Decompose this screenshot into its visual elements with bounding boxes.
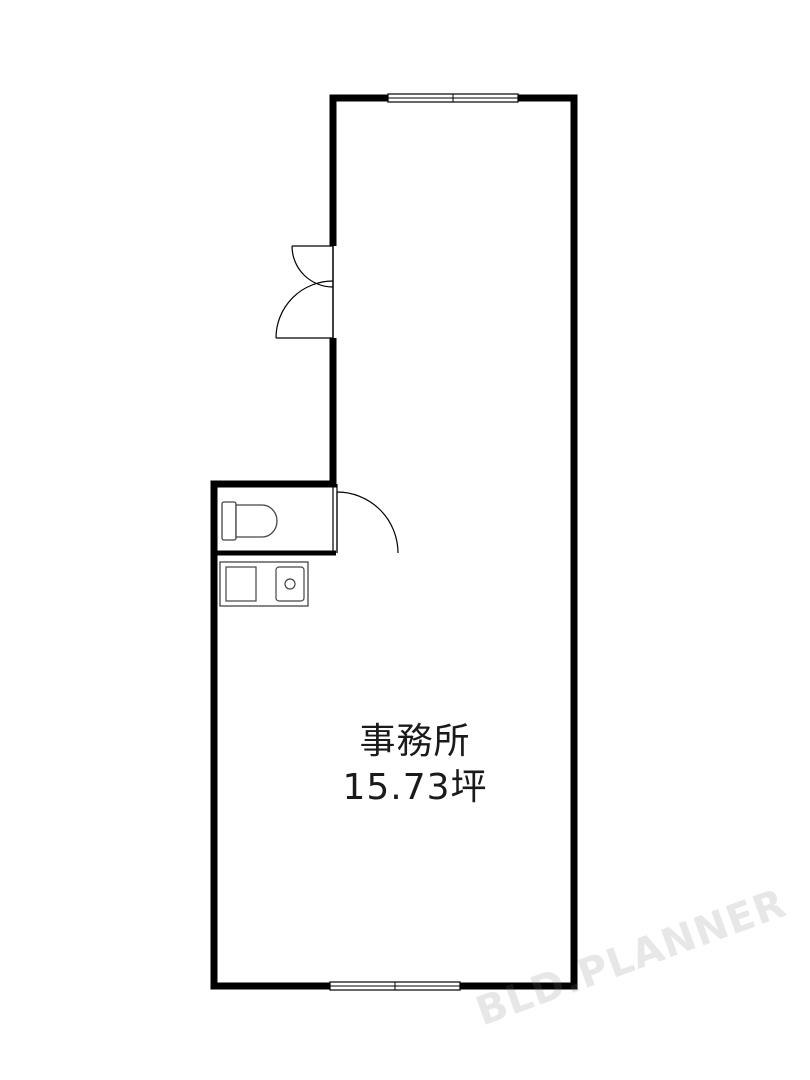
room-area: 15.73坪 [342, 767, 488, 808]
kitchenette [219, 561, 309, 607]
bottom-window [329, 981, 461, 991]
outer-wall [210, 94, 578, 990]
room-name: 事務所 [359, 721, 471, 762]
top-window [387, 93, 519, 103]
toilet-door [336, 491, 399, 554]
toilet-fixture [221, 501, 278, 541]
entrance-double-door [275, 245, 337, 339]
